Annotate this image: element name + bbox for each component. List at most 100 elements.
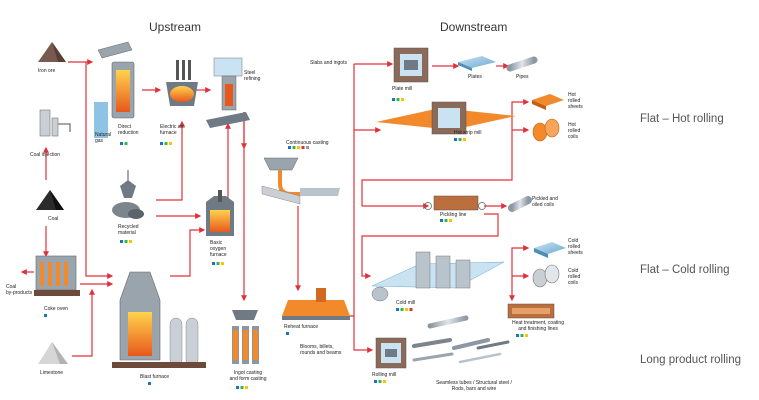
label-cold-rolled-sheets: Cold rolled sheets xyxy=(568,238,583,256)
pickled-oiled-coils-icon xyxy=(508,196,532,212)
electric-arc-furnace-icon xyxy=(166,60,198,106)
legend-dot xyxy=(409,308,413,311)
label-steel-refining: Steel refining xyxy=(244,70,261,82)
label-natural-gas: Natural gas xyxy=(95,132,112,144)
legend-dot xyxy=(216,262,220,265)
cold-rolled-coils-icon xyxy=(532,264,560,288)
hot-rolled-sheets-icon xyxy=(532,94,564,110)
arrow-reheat-rolling xyxy=(353,316,374,353)
cold-mill-icon xyxy=(371,251,505,302)
legend-dot xyxy=(463,138,466,141)
basic-oxygen-furnace-icon xyxy=(206,190,234,236)
arrow-bf-bof xyxy=(170,227,206,277)
label-iron-ore: Iron ore xyxy=(38,68,56,74)
legend-dot xyxy=(525,334,528,337)
label-blooms-billets: Blooms, billets, rounds and beams xyxy=(300,344,342,356)
label-cold-mill: Cold mill xyxy=(396,300,416,306)
legend-dot xyxy=(44,314,47,317)
legend-dot xyxy=(400,308,404,311)
label-ingot-casting: Ingot casting and form casting xyxy=(229,370,267,382)
plate-mill-icon xyxy=(393,47,429,83)
steel-refining-icon xyxy=(206,57,250,128)
legend-dot xyxy=(383,380,386,383)
label-direct-reduction: Direct reduction xyxy=(118,124,139,136)
legend-dot xyxy=(120,142,123,145)
label-limestone: Limestone xyxy=(40,370,64,376)
limestone-icon xyxy=(38,342,68,364)
label-coal: Coal xyxy=(48,216,59,222)
recycled-material-icon xyxy=(112,170,144,219)
legend-dot xyxy=(169,142,172,145)
label-basic-oxygen-furnace: Basic oxygen furnace xyxy=(210,240,227,258)
label-slabs-ingots: Slabs and ingots xyxy=(310,60,347,66)
legend-dot xyxy=(240,386,244,389)
coke-oven-icon xyxy=(34,255,80,296)
label-pickled-oiled-coils: Pickled and oiled coils xyxy=(532,196,558,208)
rolling-mill-icon xyxy=(375,337,407,369)
legend-dot xyxy=(297,146,300,149)
legend-dot xyxy=(306,146,309,149)
iron-ore-icon xyxy=(38,42,66,62)
arrow-hsm-coils xyxy=(511,116,530,133)
side-label-long-product: Long product rolling xyxy=(640,354,742,366)
cold-rolled-sheets-icon xyxy=(534,242,566,258)
long-products-icon xyxy=(412,315,510,364)
hot-rolled-coils-icon xyxy=(532,118,560,142)
label-plates: Plates xyxy=(468,74,482,80)
label-coal-byproducts: Coal by-products xyxy=(6,284,33,296)
pickling-line-icon xyxy=(424,195,486,211)
direct-reduction-icon xyxy=(94,41,135,138)
legend-dot xyxy=(520,334,524,337)
legend-dot xyxy=(160,142,163,145)
label-rolling-mill: Rolling mill xyxy=(372,372,397,378)
legend-dot xyxy=(286,332,289,335)
legend-dot xyxy=(120,240,123,243)
label-coke-oven: Coke oven xyxy=(44,306,68,312)
reheat-furnace-icon xyxy=(282,288,350,320)
arrow-hsm-sheets xyxy=(511,99,530,116)
legend-dot xyxy=(444,219,448,222)
upstream-heading: Upstream xyxy=(149,20,202,34)
legend-dot xyxy=(440,219,443,222)
arrow-cold-sheets xyxy=(511,245,530,262)
legend-dot xyxy=(221,262,224,265)
arrow-pickling-cold xyxy=(361,213,499,279)
hot-strip-mill-icon xyxy=(376,101,516,135)
legend-dot xyxy=(374,380,377,383)
legend-dot xyxy=(292,146,296,149)
heat-treatment-icon xyxy=(507,303,555,319)
label-heat-treatment: Heat treatment, coating and finishing li… xyxy=(512,320,564,332)
legend-dot xyxy=(401,98,404,101)
legend-dot xyxy=(516,334,519,337)
legend-dot xyxy=(245,386,248,389)
legend-dot xyxy=(124,142,128,145)
side-label-flat-cold: Flat – Cold rolling xyxy=(640,264,730,276)
legend-dot xyxy=(288,146,291,149)
label-pipes: Pipes xyxy=(516,74,529,80)
label-electric-arc-furnace: Electric arc furnace xyxy=(160,124,185,136)
legend-dot xyxy=(129,240,132,243)
label-cold-rolled-coils: Cold rolled coils xyxy=(568,268,581,286)
process-legend-dots xyxy=(44,98,528,389)
legend-dot xyxy=(148,382,151,385)
blast-furnace-icon xyxy=(112,271,206,368)
label-coal-injection: Coal injection xyxy=(30,152,61,158)
side-label-flat-hot: Flat – Hot rolling xyxy=(640,113,724,125)
legend-dot xyxy=(236,386,239,389)
plates-icon xyxy=(458,56,496,71)
label-pickling-line: Pickling line xyxy=(440,212,467,218)
legend-dot xyxy=(124,240,128,243)
arrow-ironore-bf xyxy=(85,62,114,279)
label-hot-rolled-sheets: Hot rolled sheets xyxy=(568,92,583,110)
legend-dot xyxy=(449,219,452,222)
label-hot-rolled-coils: Hot rolled coils xyxy=(568,122,581,140)
flow-arrows xyxy=(20,59,530,357)
arrow-recycled-eaf xyxy=(156,120,185,201)
legend-dot xyxy=(212,262,215,265)
label-hot-strip-mill: Hot strip mill xyxy=(454,130,482,136)
ingot-casting-icon xyxy=(232,310,259,364)
label-long-products: Seamless tubes / Structural steel / Rods… xyxy=(436,380,512,392)
arrow-cold-coils xyxy=(511,262,530,279)
coal-injection-icon xyxy=(39,109,71,137)
